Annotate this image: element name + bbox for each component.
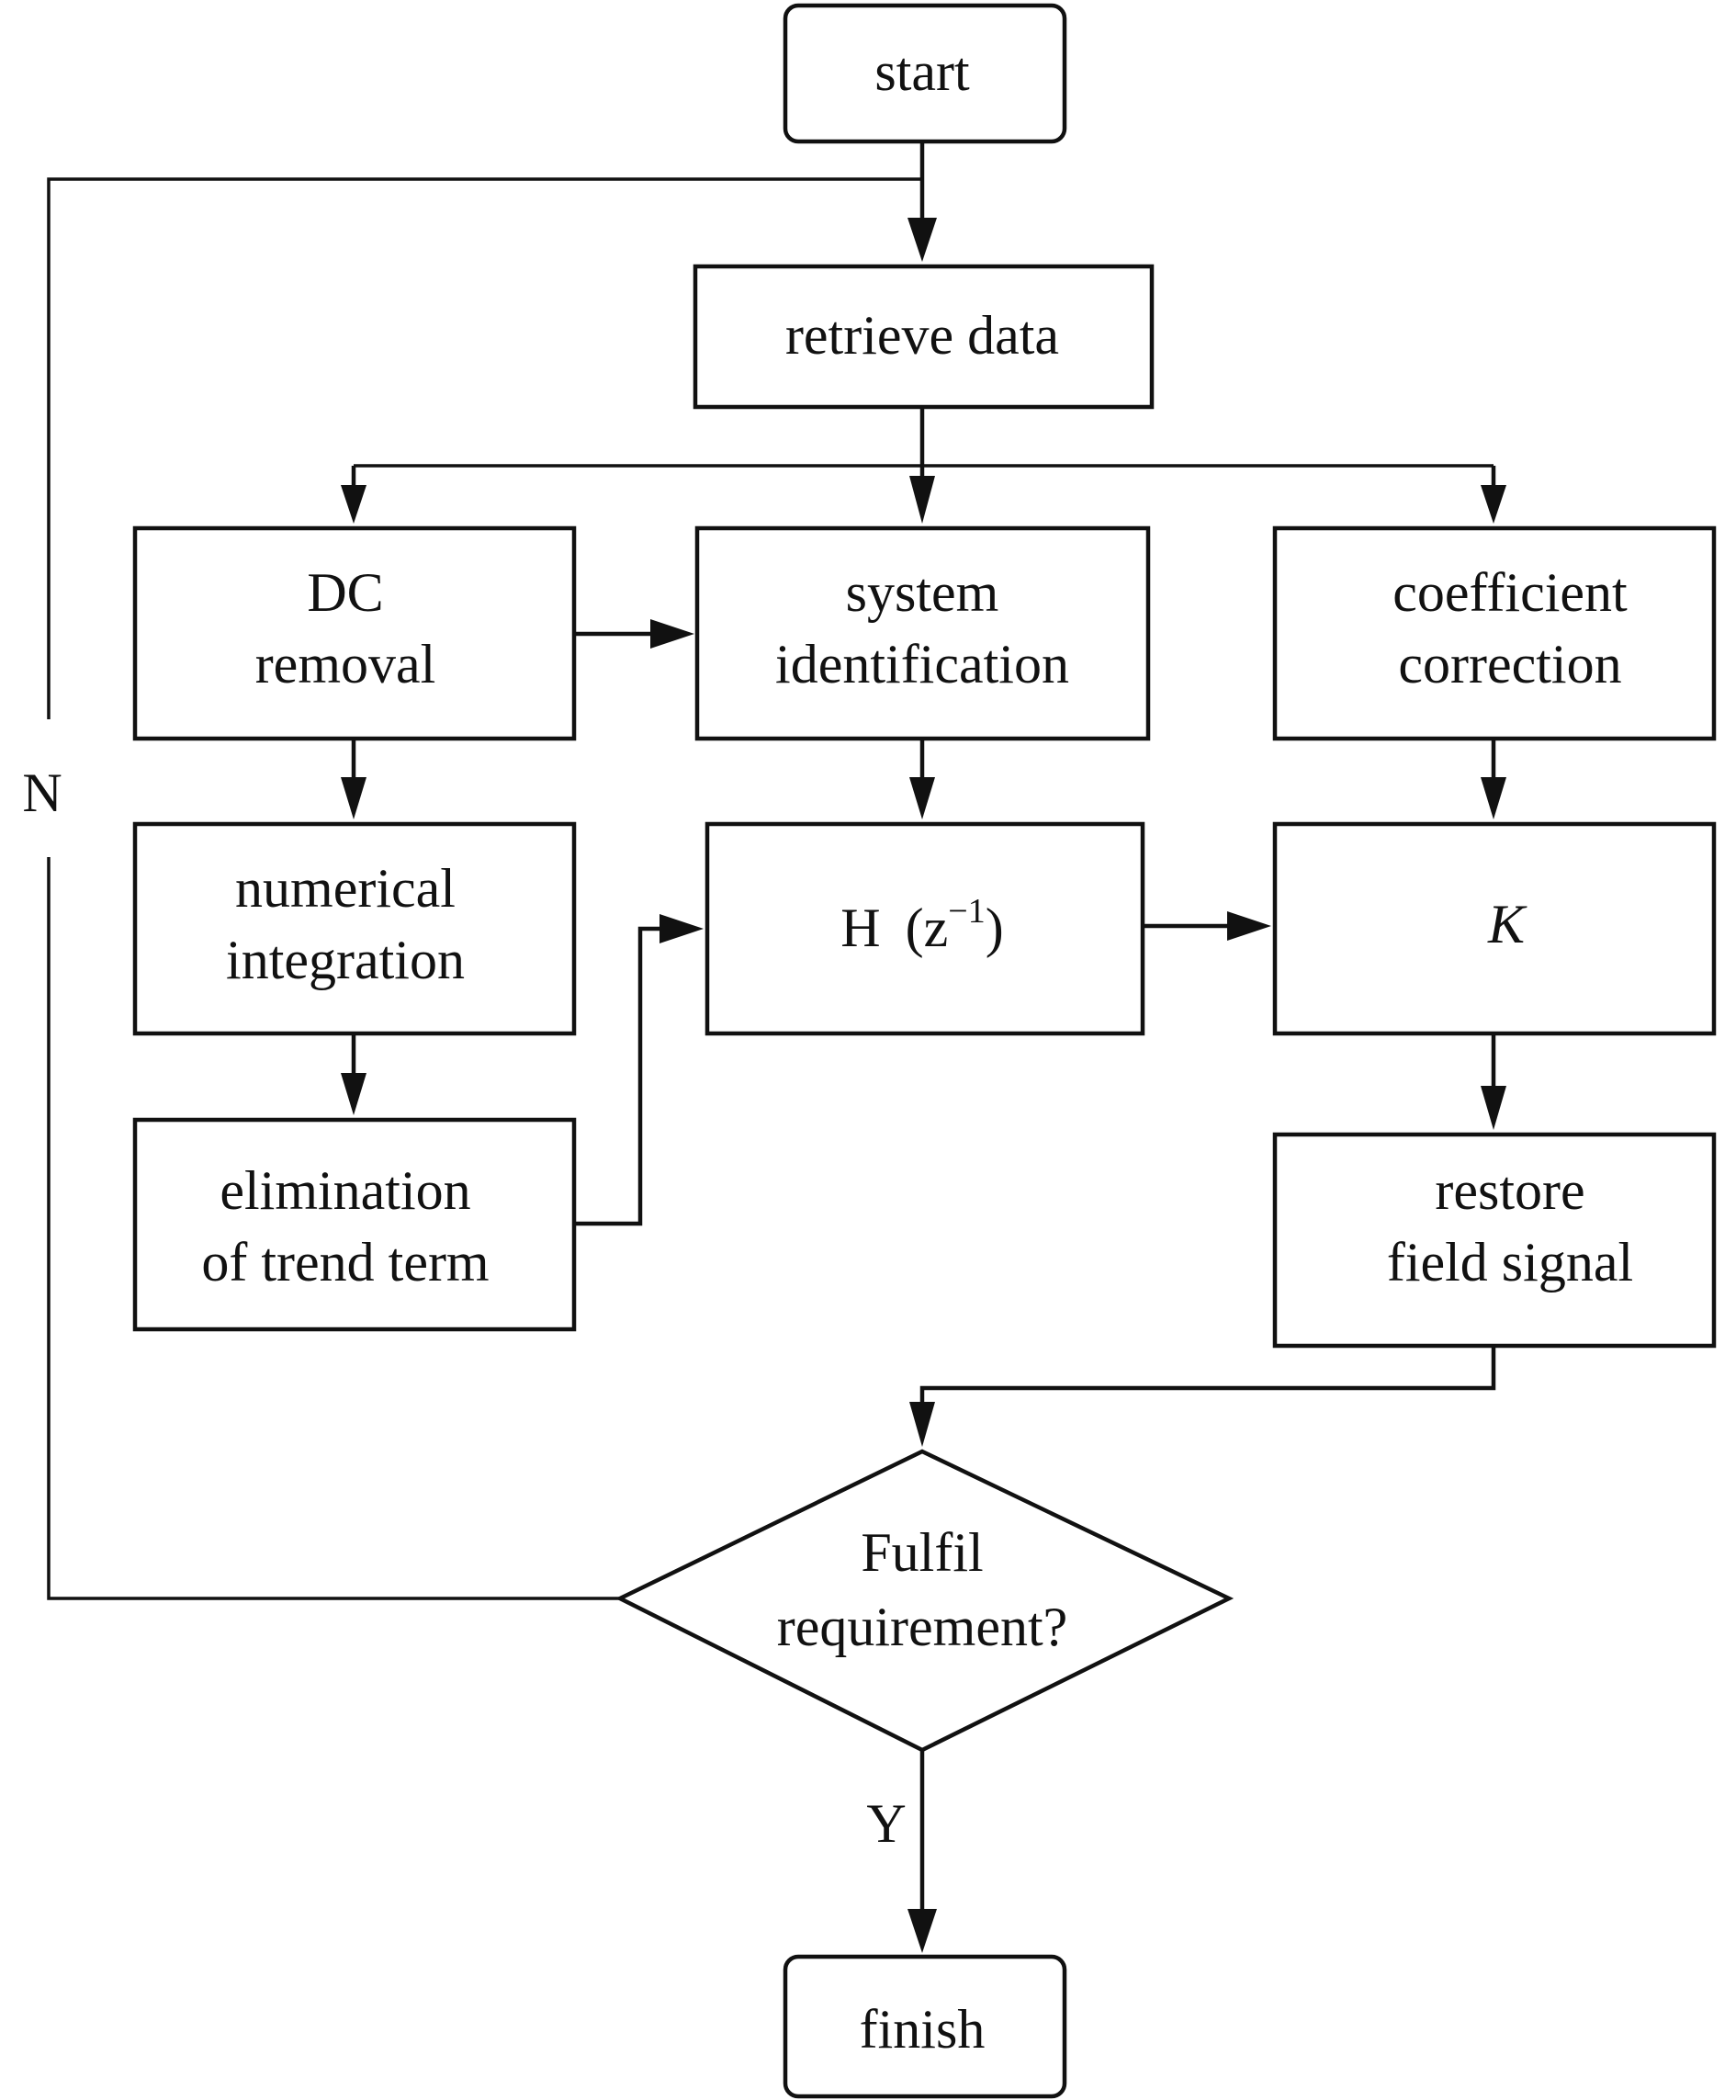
edge-restore-to-decision (919, 1346, 1496, 1406)
node-start: start (783, 3, 1067, 144)
node-elimination-of-trend: elimination of trend term (132, 1117, 577, 1332)
node-retrieve-data-label: retrieve data (785, 305, 1059, 366)
node-gain-label: K (1487, 894, 1527, 954)
arrowhead (650, 619, 694, 649)
arrowhead (909, 476, 935, 524)
transfer-function-variable: z (924, 898, 949, 958)
edge-decision-no-lower (47, 857, 620, 1600)
arrowhead (909, 1402, 935, 1447)
edge-label-yes: Y (866, 1793, 906, 1854)
node-elimination-of-trend-line-2: of trend term (201, 1232, 489, 1293)
node-decision-line-1: Fulfil (861, 1522, 983, 1583)
transfer-function-symbol: H (840, 898, 880, 958)
arrowhead (907, 218, 937, 262)
node-system-identification-line-2: identification (775, 634, 1069, 694)
node-system-identification-line-1: system (846, 562, 999, 623)
node-numerical-integration-line-2: integration (226, 930, 465, 990)
arrowhead (909, 777, 935, 819)
node-coefficient-correction-line-1: coefficient (1392, 562, 1628, 623)
node-start-label: start (874, 41, 970, 102)
node-coefficient-correction: coefficient correction (1272, 525, 1717, 741)
edge-decision-no-upper (47, 177, 922, 719)
arrowhead (907, 1909, 937, 1953)
node-coefficient-correction-line-2: correction (1398, 634, 1621, 694)
node-numerical-integration-line-1: numerical (235, 858, 456, 919)
node-system-identification: system identification (694, 525, 1151, 741)
node-decision-line-2: requirement? (777, 1597, 1068, 1657)
edge-trend-to-h (575, 926, 663, 1226)
transfer-function-close-paren: ) (986, 898, 1004, 958)
arrowhead (1227, 911, 1271, 941)
node-finish: finish (783, 1954, 1067, 2099)
arrowhead (659, 914, 704, 943)
node-numerical-integration: numerical integration (132, 821, 577, 1036)
arrowhead (1481, 777, 1506, 819)
node-restore-field-signal-line-1: restore (1435, 1160, 1584, 1221)
arrowhead (1481, 1086, 1506, 1130)
node-transfer-function: H (z−1) (705, 821, 1145, 1036)
edges (47, 141, 1506, 1953)
arrowhead (341, 777, 366, 819)
node-gain: K (1272, 821, 1717, 1036)
node-restore-field-signal: restore field signal (1272, 1132, 1717, 1349)
node-finish-label: finish (860, 1999, 986, 2060)
edge-label-no: N (22, 762, 62, 823)
node-dc-removal: DC removal (132, 525, 577, 741)
node-retrieve-data: retrieve data (693, 264, 1155, 410)
arrowhead (341, 1073, 366, 1115)
node-dc-removal-line-1: DC (307, 562, 383, 623)
node-transfer-function-label: H (z−1) (840, 892, 1003, 958)
node-decision: Fulfil requirement? (614, 1449, 1234, 1753)
node-restore-field-signal-line-2: field signal (1387, 1232, 1633, 1293)
node-elimination-of-trend-line-1: elimination (220, 1160, 470, 1221)
arrowhead (1481, 485, 1506, 524)
transfer-function-open-paren: ( (906, 898, 924, 958)
node-dc-removal-line-2: removal (255, 634, 436, 694)
transfer-function-exponent: −1 (948, 892, 985, 931)
arrowhead (341, 485, 366, 524)
